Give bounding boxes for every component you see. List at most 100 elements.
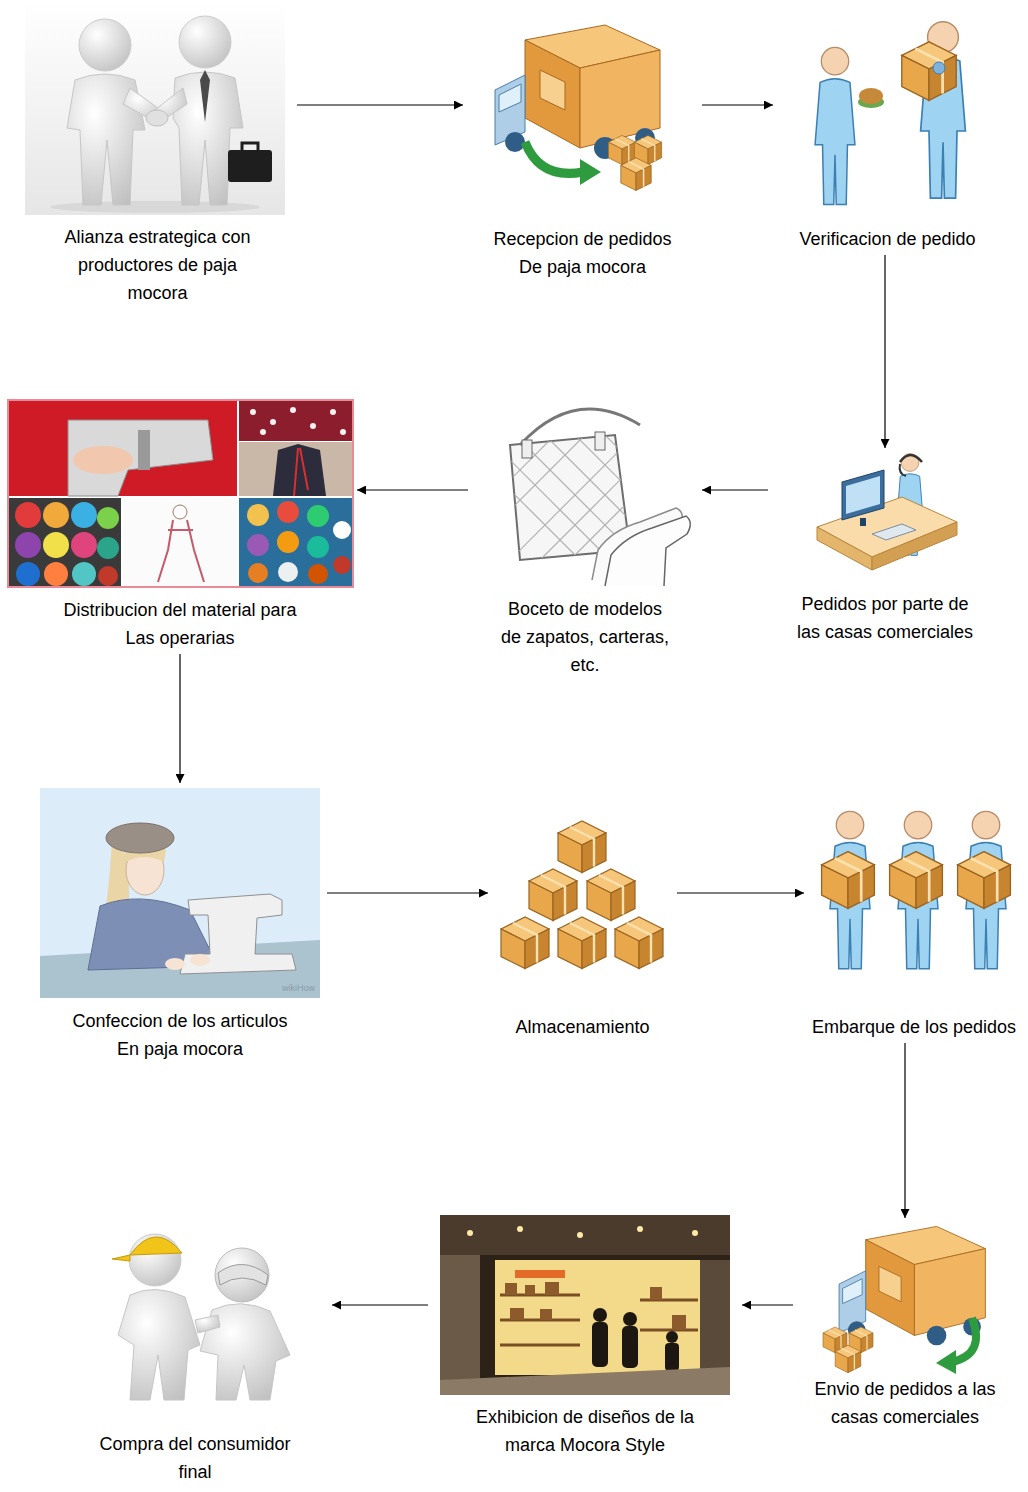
illustration-part — [900, 464, 906, 476]
illustration-part — [593, 1308, 607, 1322]
flow-arrow — [332, 1304, 428, 1305]
picture-space — [35, 785, 325, 1007]
materials-collage — [8, 400, 353, 587]
illustration-part — [106, 823, 174, 853]
illustration-part — [15, 532, 41, 558]
picture-space — [5, 398, 355, 596]
illustration-part — [622, 1326, 638, 1368]
illustration-part — [130, 1237, 182, 1255]
illustration-part — [623, 1312, 637, 1326]
illustration-part — [15, 502, 41, 528]
flow-arrow — [904, 1043, 905, 1218]
illustration-part — [146, 110, 168, 126]
flow-arrow — [327, 892, 488, 893]
illustration-part — [165, 958, 185, 970]
illustration-part — [8, 400, 353, 587]
illustration-part — [958, 852, 1011, 909]
illustration-part — [842, 470, 884, 520]
illustration-part — [200, 70, 210, 122]
step-caption: Compra del consumidor final — [95, 1430, 295, 1486]
step-caption: Almacenamiento — [490, 1013, 675, 1041]
illustration-part — [247, 534, 269, 556]
illustration-part — [860, 518, 866, 526]
illustration-part — [872, 522, 957, 570]
illustration-part — [900, 455, 922, 462]
illustration-part — [545, 1282, 559, 1295]
illustration-part — [517, 1226, 523, 1232]
illustration-part — [525, 142, 583, 173]
illustration-part — [247, 504, 269, 526]
illustration-part — [15, 502, 119, 586]
illustration-part — [700, 1260, 730, 1375]
illustration-part — [577, 1232, 583, 1238]
illustration-part — [310, 423, 316, 429]
picture-space — [430, 1210, 740, 1403]
illustration-part — [672, 1315, 686, 1330]
step-caption: Boceto de modelos de zapatos, carteras, … — [496, 595, 674, 679]
illustration-part — [558, 821, 606, 873]
illustration-part — [340, 429, 346, 435]
illustration-part — [592, 1322, 608, 1367]
flow-arrow — [179, 654, 180, 783]
illustration-part — [138, 430, 150, 470]
process-step: Verificacion de pedido — [775, 10, 1000, 253]
picture-space — [795, 1220, 1015, 1375]
illustration-part — [495, 1260, 700, 1375]
illustration-part — [520, 409, 640, 445]
illustration-part — [480, 460, 600, 580]
process-step: Almacenamiento — [490, 815, 675, 1041]
illustration-part — [500, 1344, 580, 1347]
illustration-part — [97, 537, 119, 559]
illustration-part — [250, 407, 346, 435]
illustration-part — [215, 1248, 269, 1302]
illustration-part — [692, 1230, 698, 1236]
illustration-part — [242, 143, 258, 150]
flow-arrow — [357, 489, 468, 490]
illustration-part — [440, 1367, 730, 1395]
process-step: Envio de pedidos a las casas comerciales — [795, 1220, 1015, 1431]
consumers-picture — [100, 1215, 305, 1405]
step-caption: Verificacion de pedido — [775, 225, 1000, 253]
illustration-part — [440, 1215, 730, 1255]
illustration-part — [250, 409, 256, 415]
illustration-part — [587, 869, 635, 921]
illustration-part — [25, 0, 285, 215]
illustration-part — [180, 894, 296, 974]
illustration-part — [902, 42, 956, 100]
illustration-part — [158, 520, 204, 582]
step-caption: Alianza estrategica con productores de p… — [50, 223, 265, 307]
illustration-part — [195, 1315, 220, 1333]
process-step: Pedidos por parte de las casas comercial… — [770, 450, 1000, 646]
illustration-part — [112, 1255, 130, 1261]
illustration-part — [247, 501, 351, 584]
picture-space — [775, 10, 1000, 225]
illustration-part — [43, 532, 69, 558]
illustration-part — [123, 498, 237, 586]
verification-picture — [795, 10, 985, 210]
truck-picture — [820, 1222, 990, 1374]
illustration-part — [98, 566, 118, 586]
watermark: wikiHow — [282, 983, 315, 993]
illustration-part — [640, 1299, 698, 1302]
illustration-part — [859, 88, 883, 104]
illustration-part — [129, 1234, 181, 1286]
illustration-part — [440, 1255, 480, 1380]
step-caption: Embarque de los pedidos — [806, 1013, 1022, 1041]
illustration-part — [605, 516, 690, 586]
flow-arrow — [677, 892, 804, 893]
process-step: Embarque de los pedidos — [806, 800, 1022, 1041]
illustration-part — [68, 420, 213, 496]
illustration-part — [79, 19, 131, 71]
illustration-part — [173, 505, 187, 519]
picture-space — [465, 15, 700, 225]
step-caption: Exhibicion de diseños de la marca Mocora… — [465, 1403, 705, 1459]
illustration-part — [97, 507, 119, 529]
illustration-part — [73, 446, 133, 474]
illustration-part — [515, 1270, 565, 1278]
truck-picture — [485, 20, 665, 195]
step-caption: Envio de pedidos a las casas comerciales — [813, 1375, 998, 1431]
illustration-part — [307, 536, 329, 558]
illustration-part — [650, 1287, 662, 1300]
